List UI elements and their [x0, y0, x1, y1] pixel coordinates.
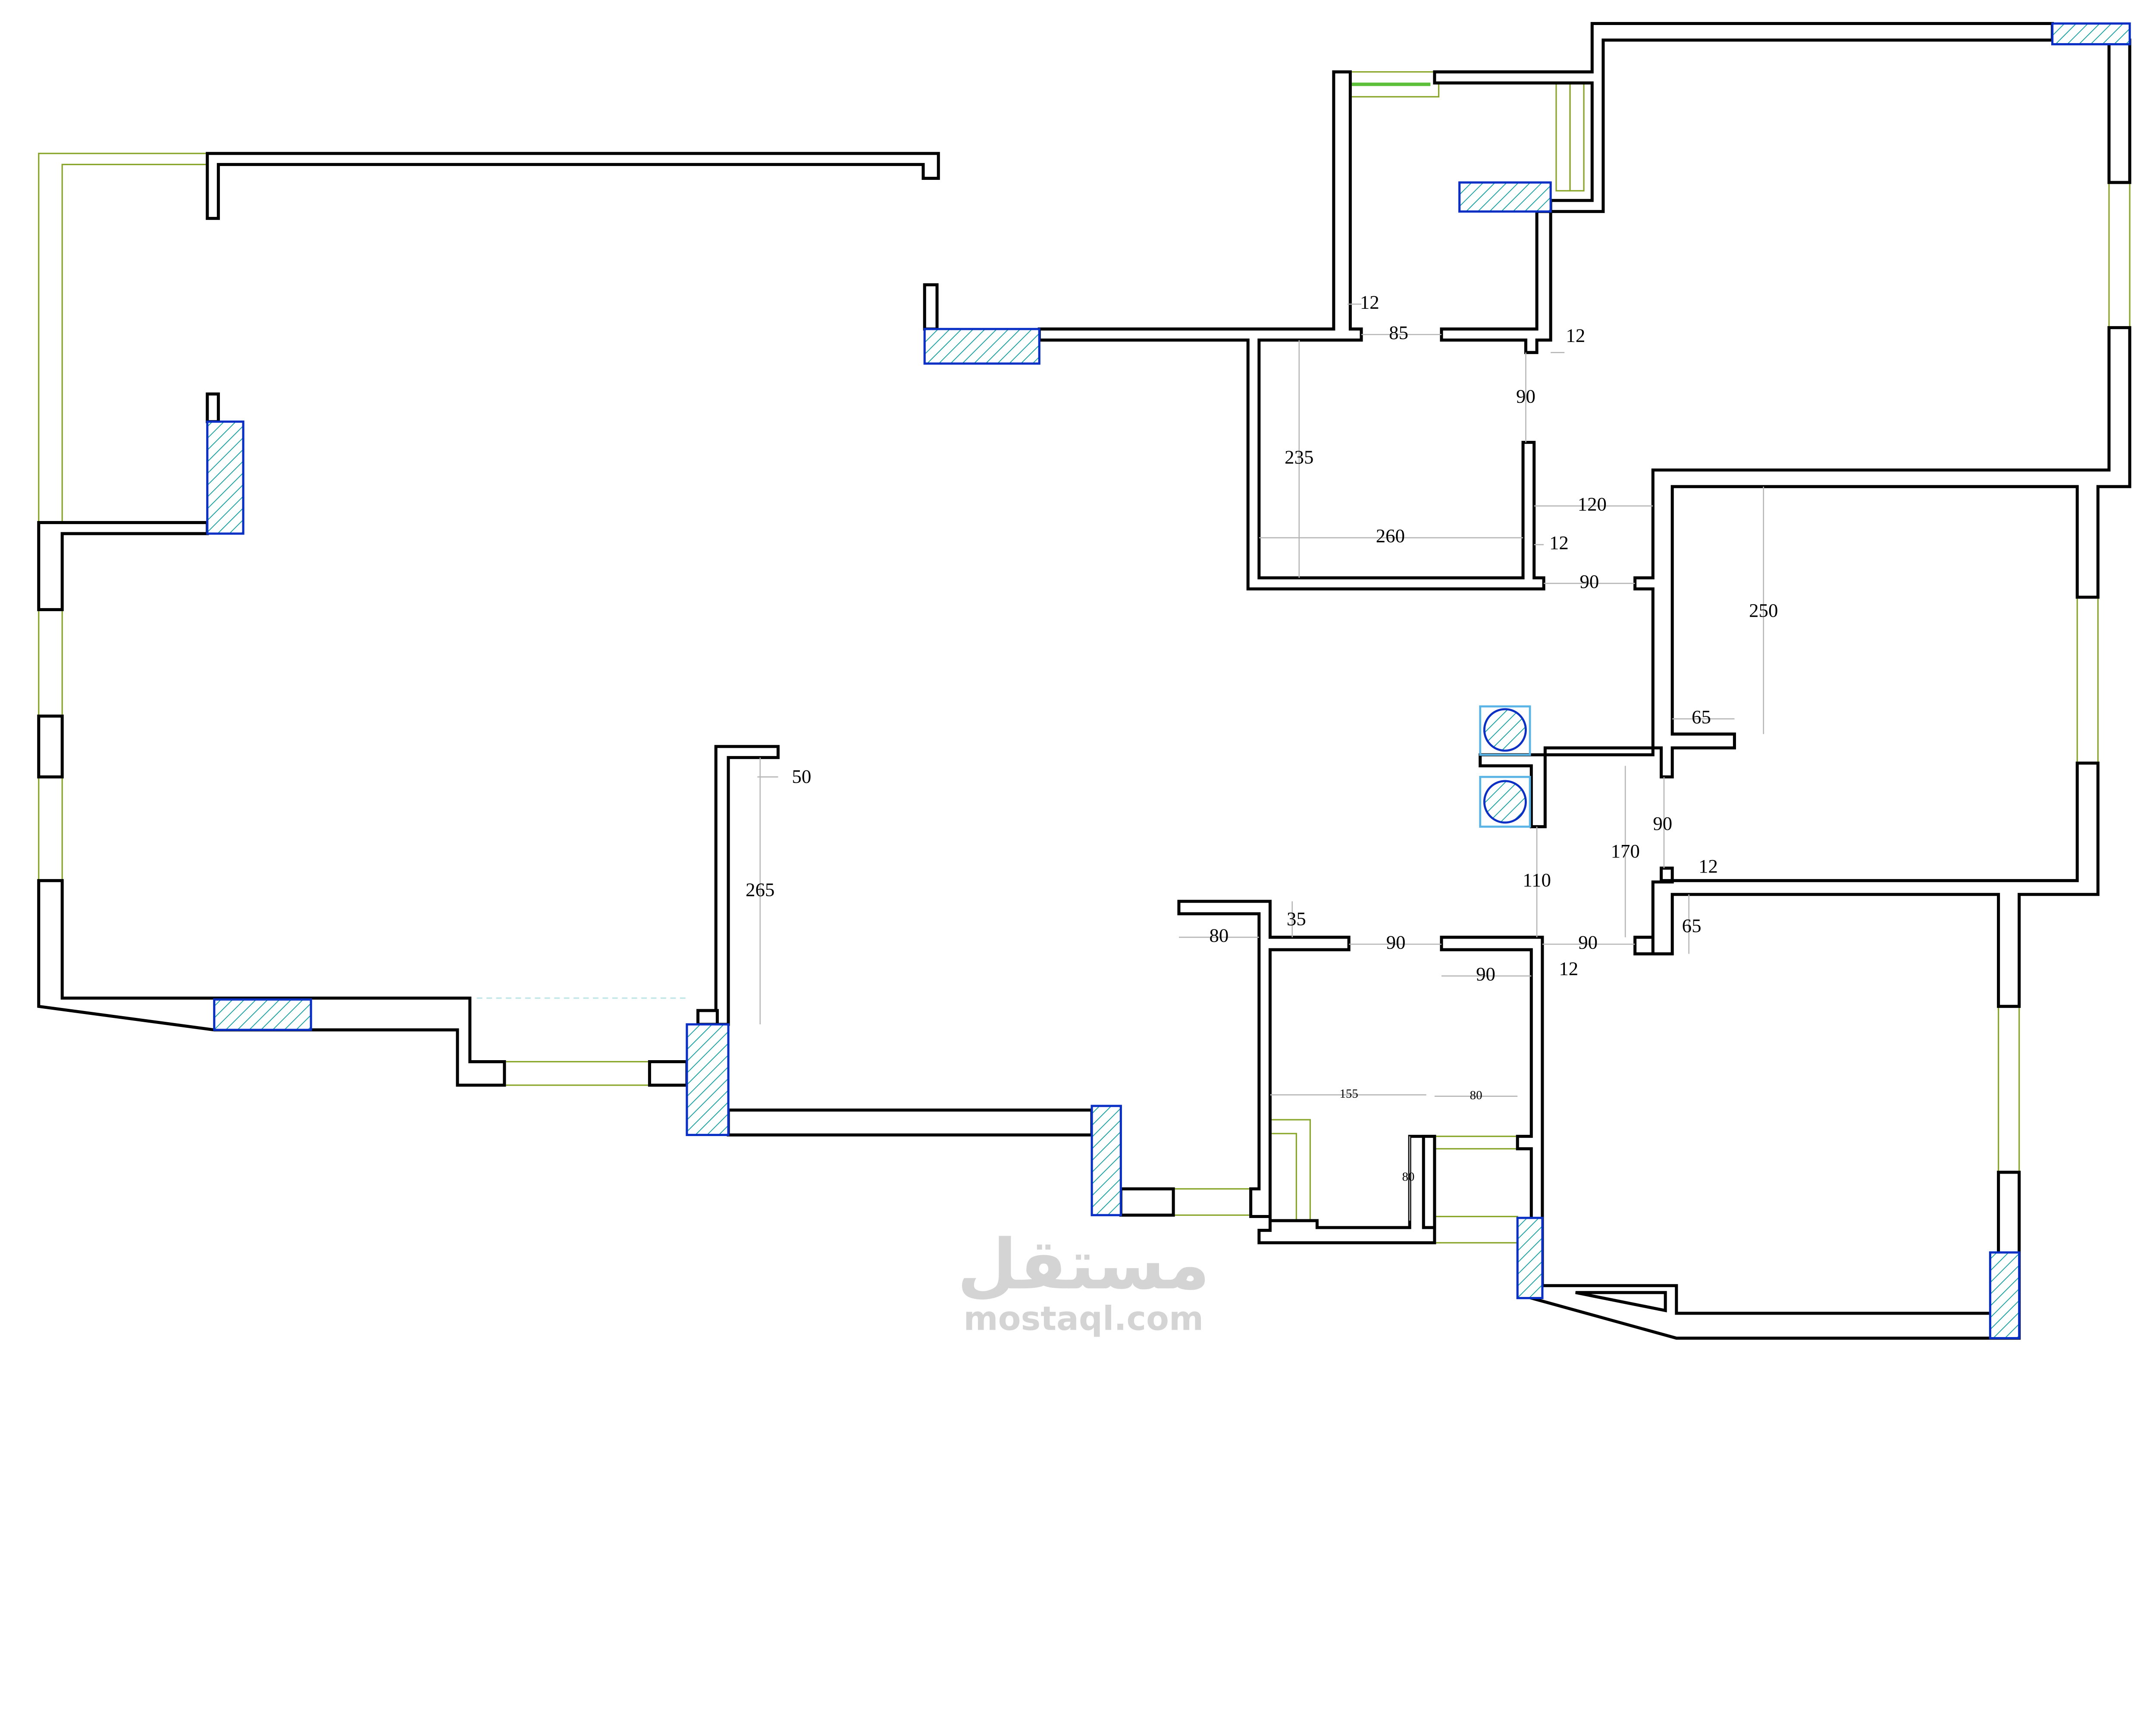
windows [38, 71, 2131, 1244]
dim-label: 250 [1749, 600, 1778, 621]
dimension-lines [757, 303, 1764, 1221]
dim-label: 260 [1376, 525, 1405, 546]
dim-label: 50 [792, 766, 812, 787]
dim-label: 90 [1579, 571, 1599, 592]
dim-label: 120 [1578, 493, 1607, 515]
dim-label: 35 [1287, 908, 1306, 929]
columns [206, 22, 2131, 1340]
floor-plan: 12 85 12 90 235 260 120 12 90 250 65 50 … [37, 22, 2131, 1340]
dim-label: 65 [1682, 915, 1702, 936]
dim-label: 85 [1389, 322, 1408, 343]
dim-label: 170 [1611, 840, 1640, 862]
dim-label: 155 [1340, 1087, 1358, 1101]
dim-label: 90 [1386, 931, 1406, 953]
watermark-latin: mostaql.com [964, 1300, 1204, 1338]
dim-label: 90 [1578, 931, 1598, 953]
watermark: مستقل mostaql.com [957, 1224, 1210, 1338]
dim-label: 12 [1549, 532, 1569, 553]
dim-label: 65 [1692, 706, 1711, 728]
dim-label: 80 [1209, 924, 1228, 946]
dim-label: 12 [1360, 291, 1379, 313]
walls [37, 22, 2131, 1340]
dim-label: 90 [1476, 963, 1495, 985]
dim-label: 12 [1559, 958, 1578, 979]
dim-label: 265 [746, 879, 774, 901]
dimension-labels: 12 85 12 90 235 260 120 12 90 250 65 50 … [746, 291, 1778, 1184]
dim-label: 12 [1566, 324, 1585, 346]
dim-label: 80 [1470, 1088, 1482, 1102]
watermark-arabic: مستقل [957, 1224, 1210, 1305]
dim-label: 90 [1516, 385, 1536, 407]
dim-label: 12 [1698, 855, 1718, 877]
dim-label: 80 [1402, 1170, 1415, 1184]
dim-label: 90 [1653, 813, 1672, 834]
dim-label: 110 [1523, 869, 1551, 891]
dim-label: 235 [1285, 446, 1313, 468]
ducts [1479, 705, 1531, 828]
